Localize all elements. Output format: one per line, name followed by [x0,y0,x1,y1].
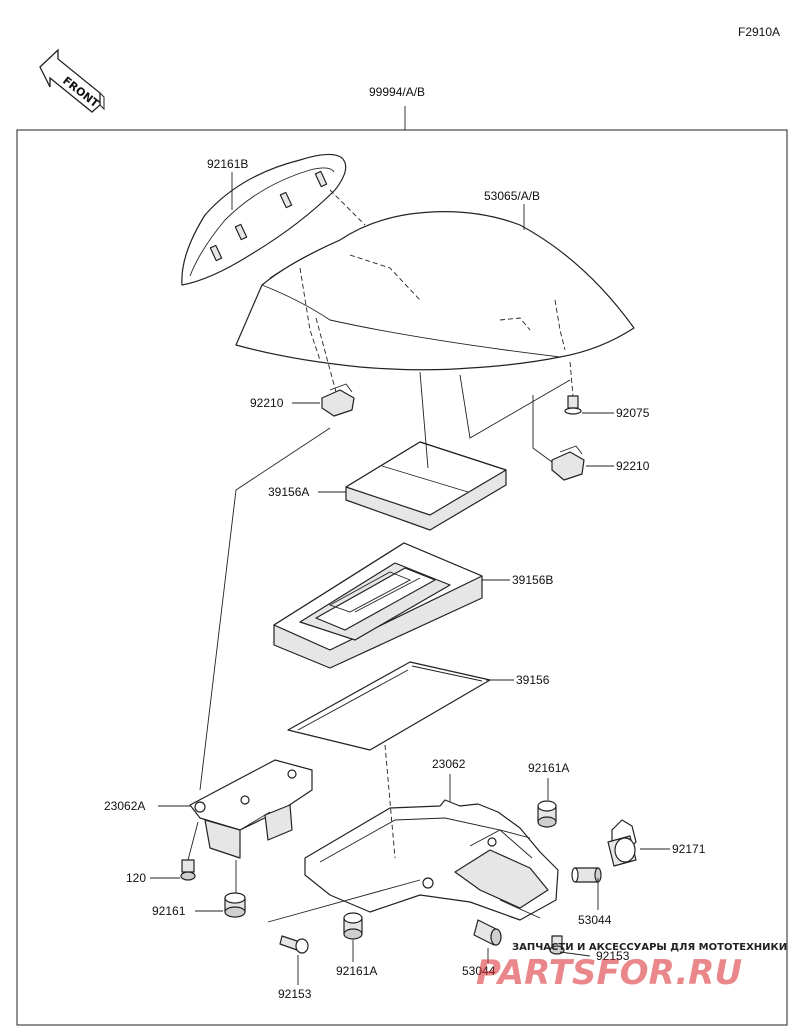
damper-bottom-callout: 92161A [336,964,377,978]
nut-left-part [315,317,355,417]
bolt-120-part [150,821,199,881]
clamp-callout: 92171 [672,842,706,856]
bolt-bottom-right-callout: 92153 [596,949,630,963]
watermark-brand: PARTSFOR.RU [476,953,742,993]
kit-callout: 99994/A/B [369,85,425,99]
assembly-frame [16,129,788,1026]
nut-left-callout: 92210 [250,396,284,410]
bracket-part [189,759,313,859]
bolt-right-callout: 92075 [616,406,650,420]
plate-part [304,744,559,921]
nut-to-bracket-leader [199,427,331,791]
bolt-bottom-part [267,879,421,985]
cover-trim-part [181,153,366,286]
damper-left-callout: 92161 [152,904,186,918]
seat-cover-callout: 53065/A/B [484,189,540,203]
figure-code: F2910A [738,25,780,39]
nut-right-part [532,395,585,481]
pad-sheet-part [287,661,491,751]
bolt-120-callout: 120 [126,871,146,885]
tube-right-part [571,867,602,910]
damper-top-callout: 92161A [528,761,569,775]
clamp-part [607,819,670,867]
damper-left-part [195,860,246,918]
pad-b-part [273,542,483,669]
watermark-caption: ЗАПЧАСТИ И АКСЕССУАРЫ ДЛЯ МОТОТЕХНИКИ [512,942,787,953]
tube-bottom-part [473,919,502,963]
pad-a-callout: 39156A [268,485,309,499]
pad-callout: 39156 [516,673,550,687]
plate-callout: 23062 [432,757,466,771]
nut-right-callout: 92210 [616,459,650,473]
bracket-callout: 23062A [104,799,145,813]
cover-trim-callout: 92161B [207,157,248,171]
bolt-bottom-right-part [549,935,591,957]
front-arrow-icon: FRONT [39,48,105,113]
seat-cover-part [235,211,635,439]
tube-right-callout: 53044 [578,913,612,927]
damper-bottom-part [343,912,363,962]
damper-top-part [537,778,557,828]
bolt-bottom-callout: 92153 [278,987,312,1001]
tube-bottom-callout: 53044 [462,964,496,978]
pad-a-part [345,371,507,531]
bolt-right-part [564,361,582,415]
pad-b-callout: 39156B [512,573,553,587]
